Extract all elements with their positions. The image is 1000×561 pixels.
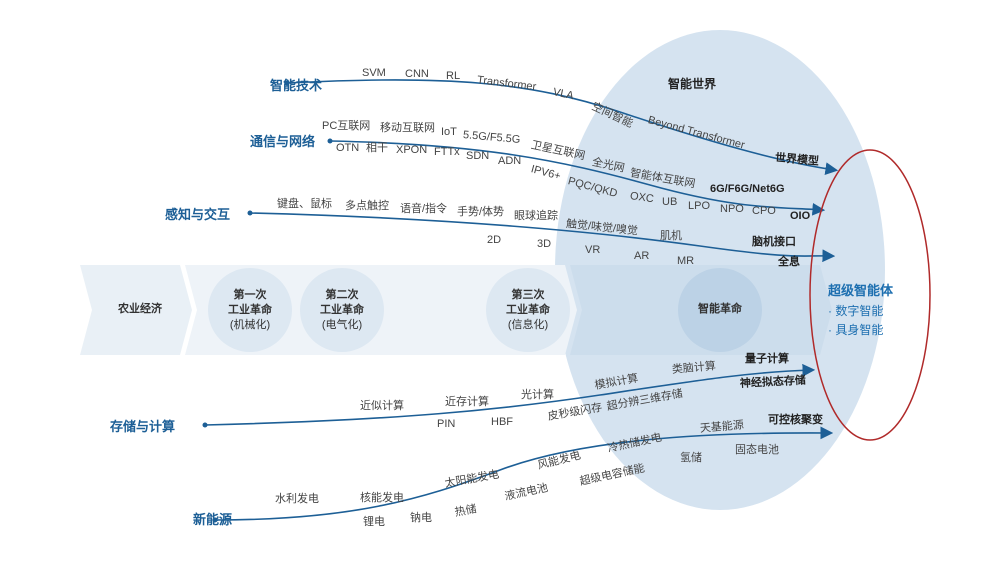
tech-label: 近存计算 — [445, 396, 489, 408]
tech-label: CNN — [405, 68, 429, 80]
category-comm: 通信与网络 — [250, 134, 316, 149]
era-line: (机械化) — [229, 319, 271, 331]
tech-label: 手势/体势 — [457, 206, 505, 218]
super-agent-item: · 具身智能 — [828, 323, 884, 337]
tech-label: 相干 — [366, 142, 388, 154]
tech-label: 2D — [487, 234, 502, 246]
tech-label: FTTx — [434, 146, 460, 158]
era-line: 第一次 — [233, 289, 267, 301]
tech-label: 肌机 — [660, 230, 682, 242]
tech-label: RL — [446, 70, 461, 82]
tech-label: CPO — [752, 205, 776, 217]
tech-label: MR — [677, 255, 695, 267]
tech-label: HBF — [491, 416, 513, 428]
tech-label: 固态电池 — [735, 444, 779, 456]
tech-label: 语音/指令 — [400, 203, 448, 215]
energy-line — [214, 426, 834, 521]
tech-label: OTN — [336, 142, 360, 154]
tech-label: 锂电 — [363, 516, 385, 528]
world-label: 智能世界 — [668, 77, 717, 91]
tech-label: 钠电 — [410, 512, 432, 524]
super-agent-ring — [809, 149, 931, 441]
category-ai: 智能技术 — [270, 78, 323, 93]
tech-label-end: 可控核聚变 — [768, 414, 823, 426]
era-line: (电气化) — [321, 319, 363, 331]
tech-label: LPO — [688, 200, 711, 212]
comm-line — [329, 140, 826, 216]
tech-label: XPON — [396, 144, 428, 156]
tech-label: PC互联网 — [322, 120, 371, 132]
category-sense: 感知与交互 — [165, 207, 231, 222]
tech-label: 眼球追踪 — [514, 210, 558, 222]
tech-label: IoT — [441, 126, 457, 138]
tech-label: 键盘、鼠标 — [277, 198, 332, 210]
tech-label: UB — [662, 196, 678, 208]
era-intelligent: 智能革命 — [698, 303, 742, 315]
tech-label: 3D — [537, 238, 552, 250]
tech-label: ADN — [498, 155, 522, 167]
era-first-industrial: 第一次工业革命 (机械化) — [210, 288, 290, 333]
compute-line — [204, 363, 816, 426]
era-third-industrial: 第三次工业革命 (信息化) — [488, 288, 568, 333]
sense-line — [249, 212, 836, 263]
era-line: 第二次 — [325, 289, 359, 301]
category-compute: 存储与计算 — [110, 419, 176, 434]
era-line: 工业革命 — [506, 304, 550, 316]
tech-label: 近似计算 — [360, 400, 404, 412]
tech-label: VR — [585, 244, 601, 256]
tech-label: AR — [634, 250, 650, 262]
era-line: (信息化) — [507, 319, 549, 331]
tech-label: 多点触控 — [345, 200, 389, 212]
super-agent-item: · 数字智能 — [828, 304, 884, 318]
tech-label: SDN — [466, 150, 490, 162]
tech-label-end: 全息 — [778, 256, 800, 268]
era-agricultural: 农业经济 — [118, 303, 162, 315]
tech-label-end: OIO — [790, 210, 811, 222]
era-line: 第三次 — [511, 289, 545, 301]
era-line: 工业革命 — [320, 304, 364, 316]
category-energy: 新能源 — [193, 512, 233, 527]
tech-label: 光计算 — [521, 389, 554, 401]
tech-label: 水利发电 — [275, 493, 319, 505]
super-agent-title: 超级智能体 — [828, 283, 894, 298]
tech-label: 氢储 — [680, 452, 702, 464]
tech-label-end: 6G/F6G/Net6G — [710, 183, 785, 195]
tech-label: SVM — [362, 67, 386, 79]
tech-label-end: 脑机接口 — [752, 236, 796, 248]
era-band — [80, 265, 832, 355]
tech-label: PIN — [437, 418, 456, 430]
tech-label: 核能发电 — [360, 492, 404, 504]
tech-label: 移动互联网 — [380, 122, 435, 134]
ai-line — [286, 79, 839, 175]
era-second-industrial: 第二次工业革命 (电气化) — [302, 288, 382, 333]
tech-label: NPO — [720, 203, 744, 215]
tech-label-end: 量子计算 — [745, 353, 789, 365]
era-line: 工业革命 — [228, 304, 272, 316]
